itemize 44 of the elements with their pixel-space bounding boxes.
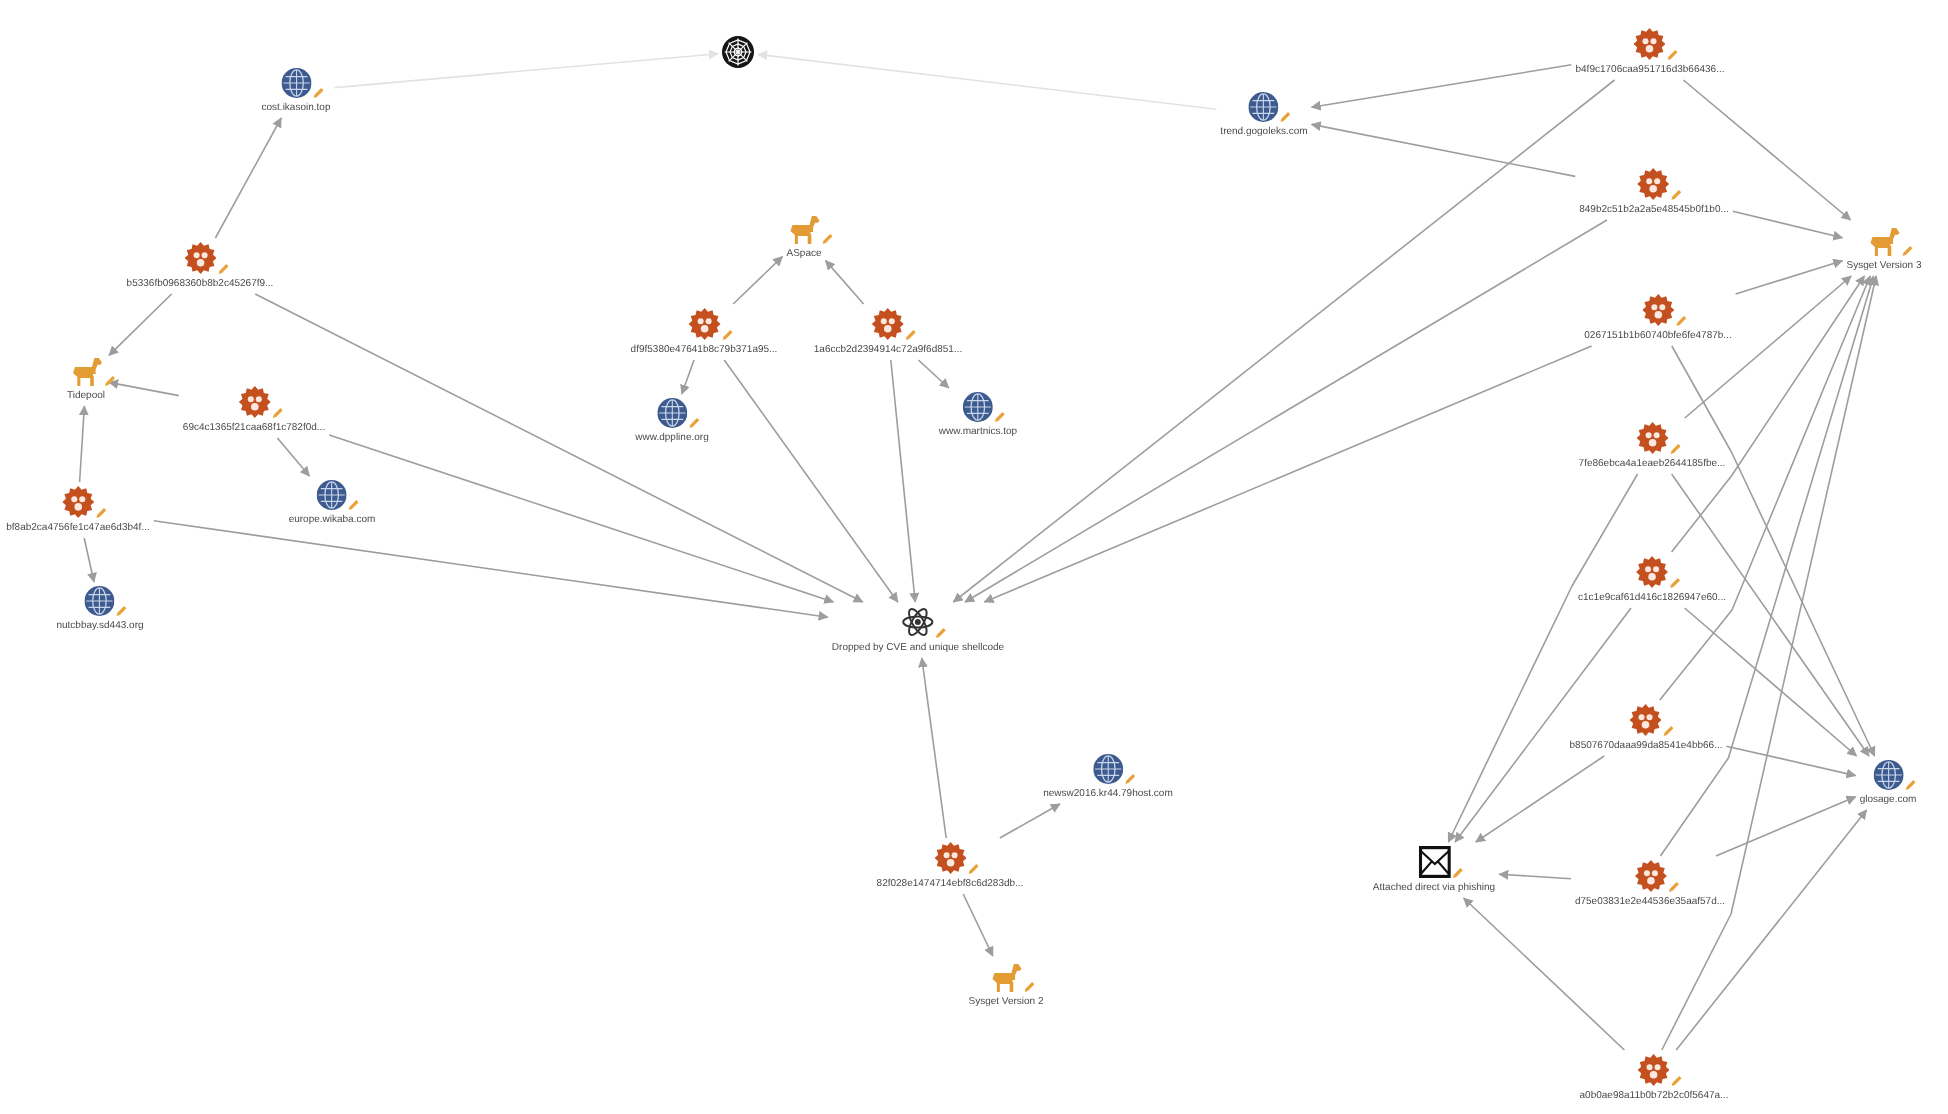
arrow: [108, 379, 180, 397]
arrow: [723, 359, 899, 603]
arrow: [824, 259, 865, 305]
arrow: [964, 219, 1608, 603]
arrow: [108, 293, 173, 357]
arrow: [680, 359, 695, 395]
arrow: [999, 803, 1061, 839]
arrow: [1670, 275, 1866, 553]
arrow: [83, 537, 97, 583]
arrow: [1310, 64, 1573, 111]
arrow: [1715, 795, 1857, 857]
arrow: [1684, 275, 1852, 419]
arrow: [1659, 275, 1872, 701]
arrow: [1734, 258, 1844, 295]
arrow: [1454, 607, 1632, 843]
arrow: [153, 520, 829, 621]
arrow: [1683, 607, 1858, 757]
arrow: [1310, 121, 1576, 178]
arrow: [1671, 345, 1876, 757]
arrow: [276, 437, 311, 477]
arrow: [1732, 210, 1844, 241]
arrow: [254, 293, 864, 603]
arrow: [1475, 755, 1605, 843]
arrow: [962, 893, 994, 957]
arrow: [732, 255, 784, 305]
arrow: [918, 657, 947, 839]
arrow: [917, 359, 950, 389]
arrow: [1447, 473, 1639, 843]
arrow: [757, 50, 1218, 110]
arrow: [1462, 897, 1626, 1051]
arrow: [328, 434, 835, 604]
arrow: [952, 79, 1616, 603]
arrow: [1661, 275, 1880, 1051]
arrow: [1659, 275, 1876, 857]
arrow: [983, 345, 1593, 604]
arrow: [1498, 869, 1572, 880]
arrow: [333, 49, 719, 89]
arrow: [1682, 79, 1852, 221]
arrow: [1725, 745, 1857, 779]
arrow: [890, 359, 920, 603]
arrow: [1670, 473, 1870, 757]
arrow: [78, 405, 89, 483]
arrow: [1675, 809, 1868, 1051]
arrow: [214, 117, 282, 239]
